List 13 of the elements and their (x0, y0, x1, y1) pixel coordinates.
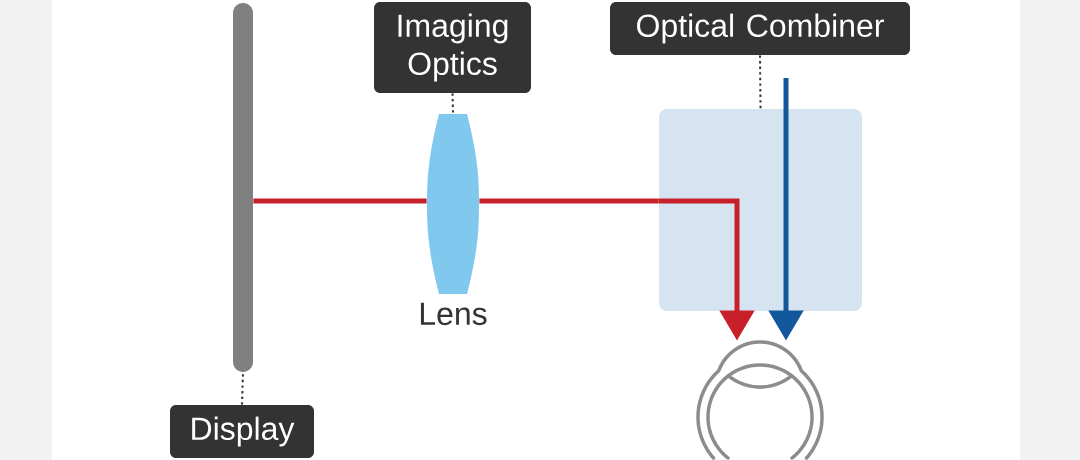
lens (427, 114, 479, 294)
label-tag: Imaging Optics (374, 2, 531, 93)
display-bar (233, 3, 253, 372)
leader-line (241, 371, 244, 406)
label-tag: Display (170, 405, 314, 458)
light-ray (253, 198, 427, 204)
leader-line (759, 54, 762, 110)
combiner-box (659, 109, 862, 311)
leader-line (451, 92, 454, 115)
part-label: Lens (420, 302, 487, 326)
label-tag: Optical Combiner (610, 2, 910, 55)
eye-drawing (696, 340, 824, 460)
light-ray (479, 198, 659, 204)
